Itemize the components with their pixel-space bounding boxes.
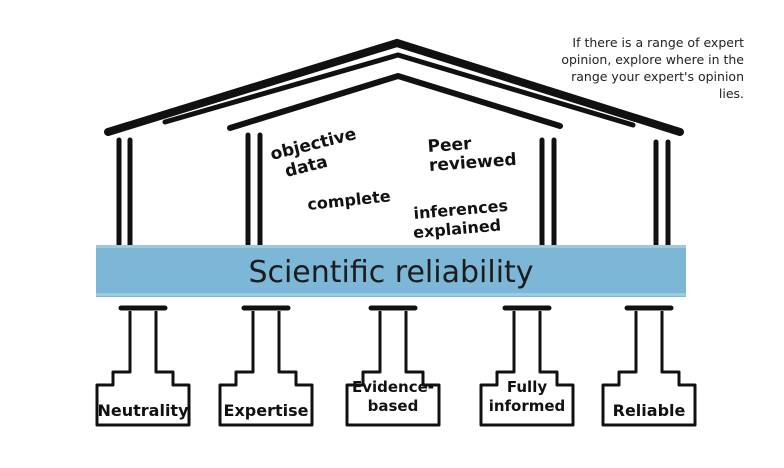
pillar-label: Expertise (224, 401, 309, 420)
roof-word-complete: complete (306, 186, 391, 214)
pillar-5: Reliable (601, 305, 697, 427)
roof-word-line: Peer (427, 134, 473, 157)
pillar-base (218, 311, 314, 427)
pillar-base (479, 311, 575, 427)
roof-word-objective-data: objective data (268, 124, 358, 182)
expert-opinion-note: If there is a range of expert opinion, e… (561, 35, 744, 101)
pillar-label: Fully (507, 378, 547, 396)
pillar-base (601, 311, 697, 427)
pillar-label: based (368, 397, 419, 415)
pillar-3: Evidence-based (345, 305, 441, 427)
pillar-2: Expertise (218, 305, 314, 427)
upper-columns (116, 132, 671, 249)
pillar-label: Reliable (613, 401, 686, 420)
roof (104, 38, 684, 136)
beam-label: Scientific reliability (248, 255, 533, 290)
reliability-beam: Scientific reliability (96, 245, 686, 297)
pillar-label: Evidence- (352, 378, 434, 396)
pillar-1: Neutrality (95, 305, 191, 427)
pillar-label: informed (489, 397, 566, 415)
pillar-label: Neutrality (97, 401, 189, 420)
pillar-base (345, 311, 441, 427)
roof-word-peer-reviewed: Peer reviewed (427, 134, 517, 176)
beam-band (96, 245, 686, 297)
roof-word-inferences-explained: inferences explained (412, 196, 508, 242)
roof-word-line: complete (306, 186, 391, 214)
pillar-base (95, 311, 191, 427)
